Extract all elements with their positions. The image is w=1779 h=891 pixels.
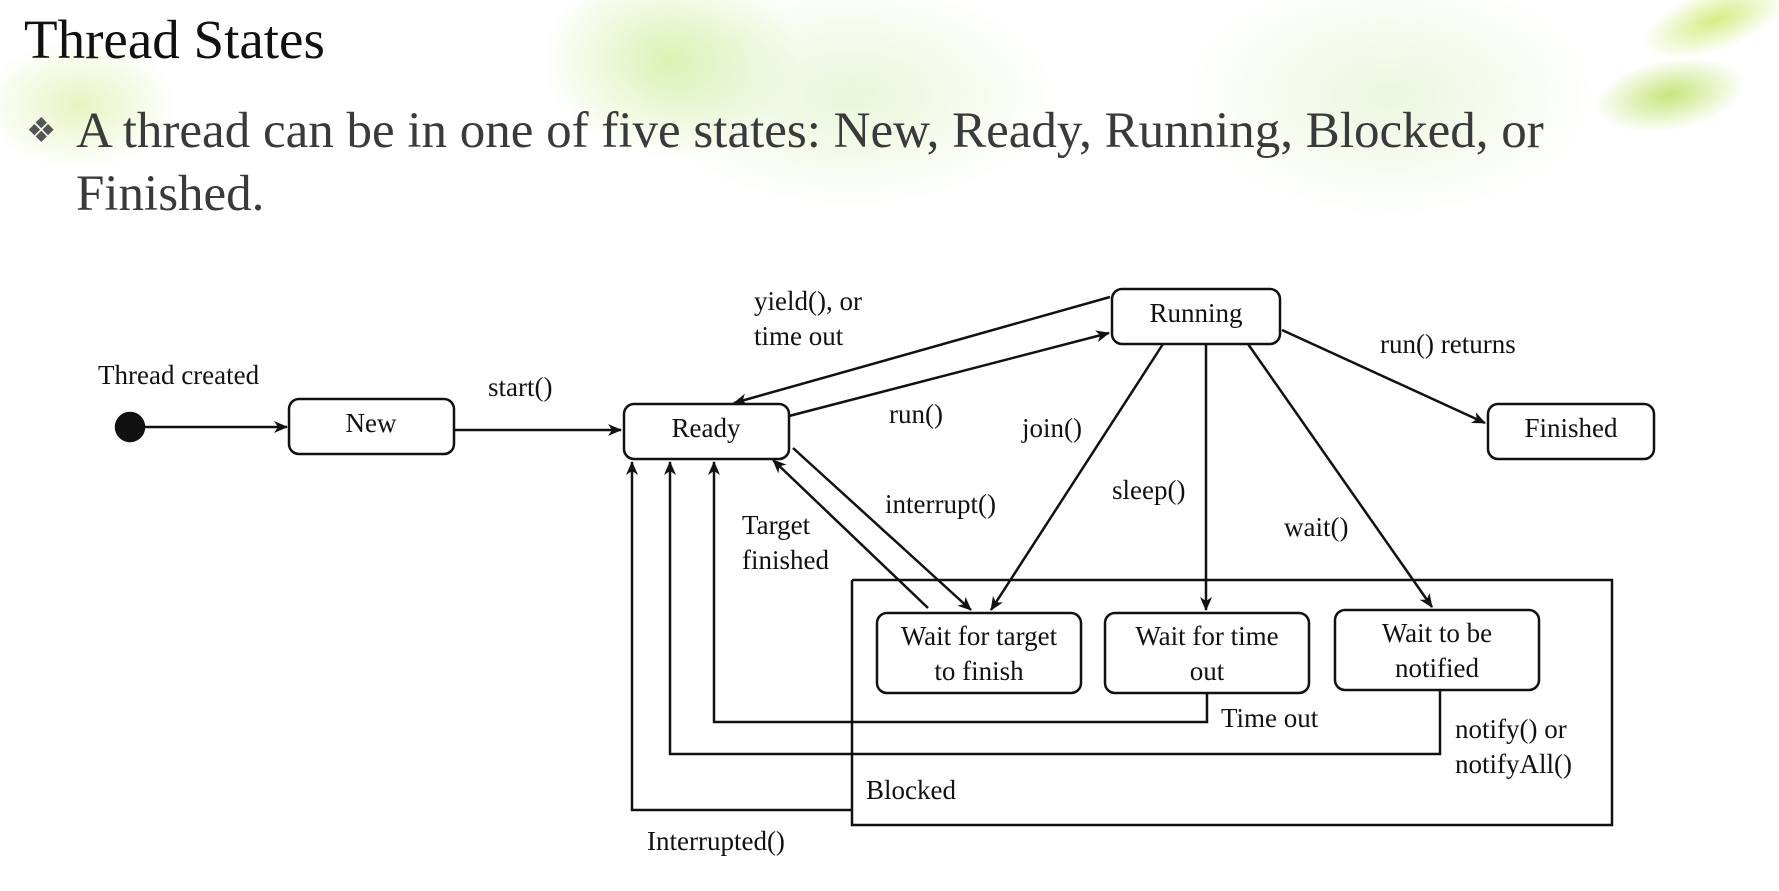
transition-wait-arrow xyxy=(1246,343,1434,608)
transition-join-label: join() xyxy=(1021,413,1082,443)
transition-time-out-label: Time out xyxy=(1221,703,1319,733)
slide-title: Thread States xyxy=(24,9,325,70)
transition-interrupted-arrow xyxy=(626,461,852,812)
transition-target-finished-label-line2: finished xyxy=(742,545,829,575)
transition-target-finished-arrow xyxy=(772,459,929,609)
blocked-region-border xyxy=(850,578,1614,827)
state-wait-timeout-label-line2: out xyxy=(1190,656,1225,686)
state-wait-target-box xyxy=(875,611,1083,695)
background-leaf xyxy=(0,40,180,170)
transition-sleep-label: sleep() xyxy=(1112,475,1185,505)
transition-notify-label-line2: notifyAll() xyxy=(1455,749,1572,779)
transition-run-returns-arrow xyxy=(1281,328,1486,425)
transition-notify-label-line1: notify() or xyxy=(1455,714,1567,744)
initial-node xyxy=(114,411,146,443)
transition-yield-label-line2: time out xyxy=(754,321,844,351)
state-wait-notified-box xyxy=(1333,608,1541,692)
state-wait-notified-label-line1: Wait to be xyxy=(1382,618,1492,648)
background-leaf xyxy=(640,0,1060,210)
state-wait-target-label-line2: to finish xyxy=(934,656,1024,686)
transition-interrupt-label: interrupt() xyxy=(885,489,996,519)
transition-thread-created-label: Thread created xyxy=(98,360,260,390)
bullet-point: ❖ A thread can be in one of five states:… xyxy=(26,100,1646,226)
state-wait-notified-label-line2: notified xyxy=(1395,653,1479,683)
state-new-box xyxy=(287,397,456,456)
state-new-label: New xyxy=(346,408,397,438)
transition-run-arrow xyxy=(788,330,1110,418)
transition-yield-arrow xyxy=(733,295,1111,406)
transition-target-finished-label-line1: Target xyxy=(742,510,811,540)
transition-wait-label: wait() xyxy=(1284,512,1348,542)
background-leaf xyxy=(1180,0,1600,220)
state-wait-target-label-line1: Wait for target xyxy=(901,621,1058,651)
bullet-diamond-icon: ❖ xyxy=(26,113,57,150)
background-leaf xyxy=(540,0,800,160)
bullet-text: A thread can be in one of five states: N… xyxy=(76,103,1544,222)
transition-run-label: run() xyxy=(889,399,943,429)
blocked-region-label: Blocked xyxy=(866,775,956,805)
state-wait-timeout-label-line1: Wait for time xyxy=(1135,621,1278,651)
state-finished-box xyxy=(1486,402,1656,461)
transition-interrupted-label: Interrupted() xyxy=(647,826,785,856)
state-running-box xyxy=(1110,287,1282,346)
transition-join-arrow xyxy=(989,343,1165,611)
transition-start-label: start() xyxy=(488,372,552,402)
transition-time-out-arrow xyxy=(708,461,1209,724)
transition-interrupt-arrow xyxy=(792,447,972,611)
state-ready-box xyxy=(622,402,791,461)
state-running-label: Running xyxy=(1149,298,1242,328)
transition-run-returns-label: run() returns xyxy=(1380,329,1516,359)
state-ready-label: Ready xyxy=(672,413,741,443)
state-finished-label: Finished xyxy=(1524,413,1618,443)
transition-yield-label-line1: yield(), or xyxy=(754,286,862,316)
transition-notify-arrow xyxy=(664,461,1442,756)
